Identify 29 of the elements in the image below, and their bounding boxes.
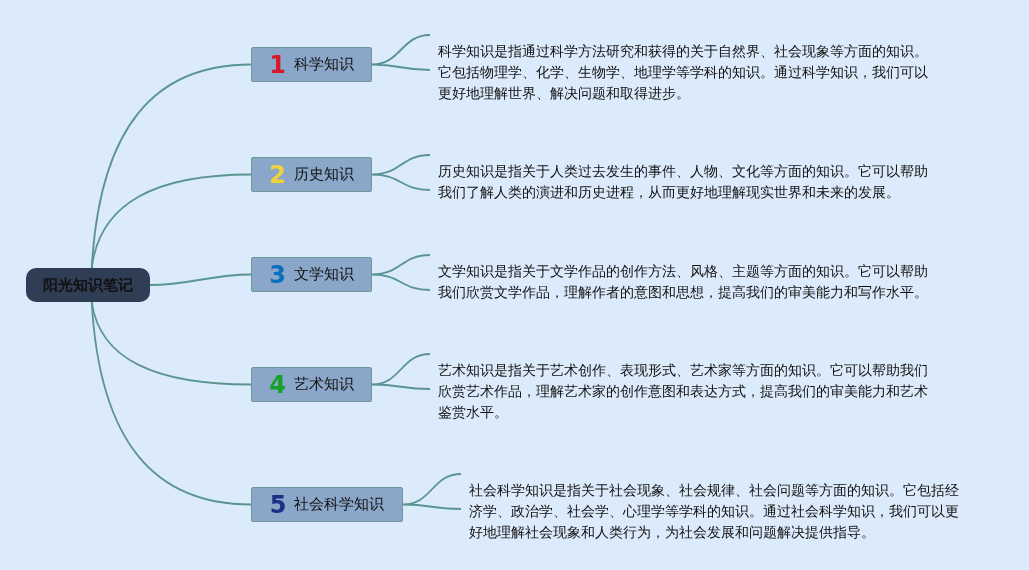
topic-number: 2 bbox=[269, 160, 286, 189]
description-text: 科学知识是指通过科学方法研究和获得的关于自然界、社会现象等方面的知识。它包括物理学、化学、生物学、地理学等学科的知识。通过科学知识，我们可以更好地理解世界、解决问题和取得进步。 bbox=[438, 41, 938, 105]
topic-number: 3 bbox=[269, 260, 286, 289]
branch-line bbox=[90, 301, 252, 506]
branch-line bbox=[149, 273, 252, 286]
root-box: 阳光知识笔记 bbox=[26, 268, 150, 302]
topic-label: 文学知识 bbox=[293, 265, 354, 284]
topic-number: 1 bbox=[269, 50, 286, 79]
topic-number: 5 bbox=[269, 490, 287, 519]
branch-line bbox=[90, 173, 252, 269]
bracket-line bbox=[402, 473, 462, 510]
topic-box bbox=[251, 367, 372, 402]
description-text: 社会科学知识是指关于社会现象、社会规律、社会问题等方面的知识。它包括经济学、政治学、社会学、心理学等学科的知识。通过社会科学知识，我们可以更好地理解社会现象和人类行为，为社会发展和问题解决提供指导。 bbox=[469, 480, 962, 544]
bracket-line bbox=[371, 34, 431, 71]
description-text: 历史知识是指关于人类过去发生的事件、人物、文化等方面的知识。它可以帮助我们了解人类的演进和历史进程，从而更好地理解现实世界和未来的发展。 bbox=[438, 161, 938, 204]
bracket-line bbox=[371, 353, 431, 390]
topic-label: 科学知识 bbox=[293, 55, 354, 74]
topic-label: 社会科学知识 bbox=[294, 495, 385, 514]
topic-number: 4 bbox=[269, 370, 286, 399]
topic-box bbox=[251, 47, 372, 82]
bracket-line bbox=[371, 154, 431, 191]
topic-label: 历史知识 bbox=[293, 165, 354, 184]
topic-label: 艺术知识 bbox=[293, 375, 354, 394]
bracket-line bbox=[371, 254, 431, 291]
description-text: 艺术知识是指关于艺术创作、表现形式、艺术家等方面的知识。它可以帮助我们欣赏艺术作品，理解艺术家的创作意图和表达方式，提高我们的审美能力和艺术鉴赏水平。 bbox=[438, 360, 938, 424]
description-text: 文学知识是指关于文学作品的创作方法、风格、主题等方面的知识。它可以帮助我们欣赏文学作品，理解作者的意图和思想，提高我们的审美能力和写作水平。 bbox=[438, 261, 938, 304]
topic-box bbox=[251, 257, 372, 292]
topic-box bbox=[251, 157, 372, 192]
topic-box bbox=[251, 487, 403, 522]
